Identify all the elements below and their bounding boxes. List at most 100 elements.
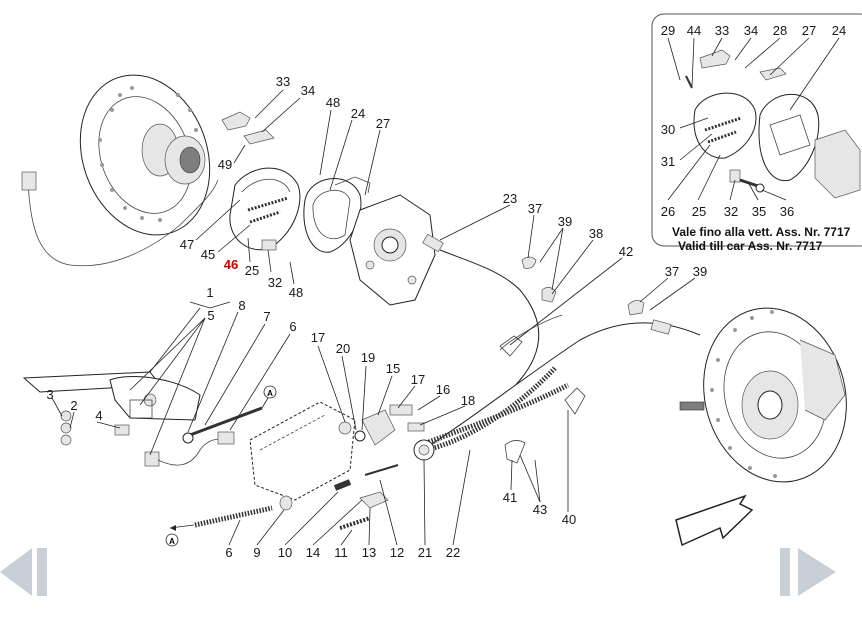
callout-24: 24 bbox=[351, 106, 365, 121]
inset-panel: 29 44 33 34 28 27 24 30 31 26 25 32 35 3… bbox=[651, 13, 862, 253]
callout-34: 34 bbox=[301, 83, 315, 98]
callout-1: 1 bbox=[206, 285, 213, 300]
callout-39: 39 bbox=[558, 214, 572, 229]
callout-22: 22 bbox=[446, 545, 460, 560]
nut-3b bbox=[60, 434, 72, 446]
callout-10: 10 bbox=[278, 545, 292, 560]
cable-6-lower bbox=[194, 505, 273, 528]
rod-end-8 bbox=[182, 432, 194, 444]
spring-11 bbox=[339, 516, 371, 530]
callout-9: 9 bbox=[253, 545, 260, 560]
rod-12 bbox=[364, 464, 399, 476]
callout-16: 16 bbox=[436, 382, 450, 397]
callout-32: 32 bbox=[268, 275, 282, 290]
callout-39b: 39 bbox=[693, 264, 707, 279]
cable-bracket-42 bbox=[499, 335, 523, 357]
callout-18: 18 bbox=[461, 393, 475, 408]
cable-clip-37a bbox=[521, 256, 537, 269]
callout-37b: 37 bbox=[665, 264, 679, 279]
inset-callout-32: 32 bbox=[724, 204, 738, 219]
callout-47: 47 bbox=[180, 237, 194, 252]
arrow-head-lower-icon bbox=[170, 525, 176, 531]
callout-45: 45 bbox=[201, 247, 215, 262]
callout-43: 43 bbox=[533, 502, 547, 517]
brake-disc-rear-right bbox=[679, 307, 847, 483]
callout-15: 15 bbox=[386, 361, 400, 376]
inset-callout-28: 28 bbox=[773, 23, 787, 38]
callout-20: 20 bbox=[336, 341, 350, 356]
callout-4: 4 bbox=[95, 408, 102, 423]
callout-19: 19 bbox=[361, 350, 375, 365]
equalizer-bracket bbox=[338, 404, 435, 461]
svg-text:A: A bbox=[169, 537, 175, 546]
callout-42: 42 bbox=[619, 244, 633, 259]
connector-mark-bottom: A bbox=[165, 533, 179, 547]
bolt-10 bbox=[333, 479, 352, 491]
rod-7 bbox=[189, 406, 263, 437]
callout-49: 49 bbox=[218, 157, 232, 172]
callout-17b: 17 bbox=[411, 372, 425, 387]
callout-38: 38 bbox=[589, 226, 603, 241]
bushing-9 bbox=[279, 495, 293, 511]
callout-23: 23 bbox=[503, 191, 517, 206]
inset-note-italian: Vale fino alla vett. Ass. Nr. 7717 bbox=[672, 225, 851, 239]
cable-clip-38 bbox=[541, 287, 557, 303]
cable-bracket-40 bbox=[564, 387, 586, 415]
svg-text:A: A bbox=[267, 389, 273, 398]
inset-callout-25: 25 bbox=[692, 204, 706, 219]
brake-disc-rear-left bbox=[79, 74, 211, 236]
callout-5: 5 bbox=[207, 308, 214, 323]
callout-46: 46 bbox=[224, 257, 238, 272]
inset-callout-35: 35 bbox=[752, 204, 766, 219]
shoe-retainer-clip bbox=[221, 111, 251, 131]
callout-6b: 6 bbox=[225, 545, 232, 560]
inset-callout-29: 29 bbox=[661, 23, 675, 38]
previous-page-button[interactable] bbox=[0, 548, 47, 596]
inset-callout-34: 34 bbox=[744, 23, 758, 38]
callout-13: 13 bbox=[362, 545, 376, 560]
inset-callout-24: 24 bbox=[832, 23, 846, 38]
washer-2 bbox=[60, 410, 72, 422]
callout-6: 6 bbox=[289, 319, 296, 334]
inset-note-english: Valid till car Ass. Nr. 7717 bbox=[678, 239, 823, 253]
inset-callout-26: 26 bbox=[661, 204, 675, 219]
abs-sensor-connector bbox=[21, 171, 37, 191]
hub-carrier-left bbox=[349, 194, 436, 306]
cable-sheath-left bbox=[425, 382, 570, 446]
cable-sheath-right bbox=[425, 366, 557, 453]
callout-27: 27 bbox=[376, 116, 390, 131]
tunnel-housing bbox=[249, 401, 356, 501]
callout-8: 8 bbox=[238, 298, 245, 313]
callout-33: 33 bbox=[276, 74, 290, 89]
cable-clip-37b bbox=[627, 300, 645, 316]
callout-11: 11 bbox=[334, 545, 348, 560]
callout-7: 7 bbox=[263, 309, 270, 324]
callout-3: 3 bbox=[46, 387, 53, 402]
handbrake-switch bbox=[144, 451, 160, 467]
inset-callout-33: 33 bbox=[715, 23, 729, 38]
shoe-retainer-spring bbox=[243, 129, 275, 145]
front-direction-arrow-icon bbox=[675, 494, 754, 547]
callout-21: 21 bbox=[418, 545, 432, 560]
next-page-button[interactable] bbox=[780, 548, 836, 596]
callout-17: 17 bbox=[311, 330, 325, 345]
inset-callout-31: 31 bbox=[661, 154, 675, 169]
callout-25: 25 bbox=[245, 263, 259, 278]
callout-labels: 33 34 48 24 27 49 47 45 46 25 32 48 23 3… bbox=[46, 74, 707, 560]
inset-callout-27: 27 bbox=[802, 23, 816, 38]
callout-12: 12 bbox=[390, 545, 404, 560]
connector-mark-top: A bbox=[263, 385, 277, 399]
next-page-bar bbox=[780, 548, 790, 596]
next-page-arrow-icon bbox=[798, 548, 836, 596]
callout-48: 48 bbox=[326, 95, 340, 110]
callout-41: 41 bbox=[503, 490, 517, 505]
inset-callout-30: 30 bbox=[661, 122, 675, 137]
callout-40: 40 bbox=[562, 512, 576, 527]
previous-page-bar bbox=[37, 548, 47, 596]
inset-callout-36: 36 bbox=[780, 204, 794, 219]
callout-14: 14 bbox=[306, 545, 320, 560]
inset-callout-44: 44 bbox=[687, 23, 701, 38]
cable-bracket-41 bbox=[504, 440, 526, 464]
nut-3a bbox=[60, 422, 72, 434]
switch-connector bbox=[217, 431, 235, 445]
